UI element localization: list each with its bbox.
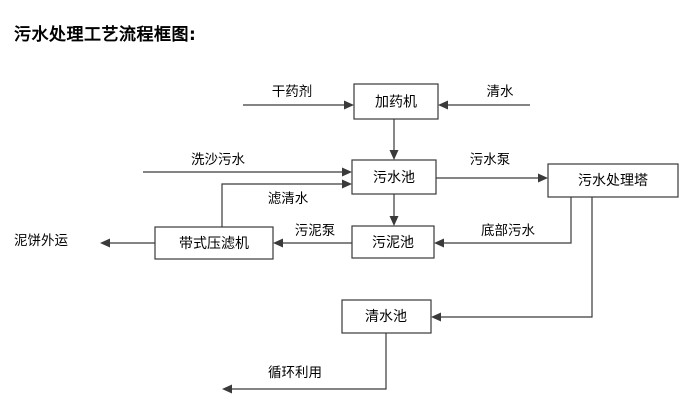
edge-tower-to-clean-water-pool (431, 197, 593, 322)
edge-sewage-pump-to-tower (436, 173, 548, 183)
node-belt-filter-press[interactable]: 带式压滤机 (154, 226, 274, 260)
node-sewage-pool-label: 污水池 (373, 170, 415, 186)
node-clean-water-pool[interactable]: 清水池 (341, 299, 432, 334)
node-treatment-tower[interactable]: 污水处理塔 (547, 163, 679, 198)
node-dosing-machine-label: 加药机 (375, 95, 417, 111)
edge-label-bottom-sewage: 底部污水 (481, 223, 535, 239)
node-dosing-machine[interactable]: 加药机 (353, 83, 439, 120)
edge-label-clean-water: 清水 (487, 84, 515, 100)
node-belt-filter-press-label: 带式压滤机 (179, 236, 249, 252)
node-sludge-pool-label: 污泥池 (372, 235, 414, 251)
edge-label-sewage-pump: 污水泵 (470, 152, 511, 168)
edge-clean-water-to-recycle (222, 333, 387, 394)
edge-press-to-mud-cake (100, 238, 155, 248)
node-sludge-pool[interactable]: 污泥池 (351, 225, 435, 259)
edge-dosing-to-sewage-pool (389, 119, 399, 160)
edge-sand-wash-to-sewage-pool (143, 167, 352, 177)
edge-label-sand-wash-sewage: 洗沙污水 (191, 152, 245, 168)
node-treatment-tower-label: 污水处理塔 (578, 173, 648, 189)
edge-label-filtrate: 滤清水 (268, 191, 309, 207)
page-title: 污水处理工艺流程框图: (14, 25, 197, 45)
edge-label-sludge-pump: 污泥泵 (295, 223, 336, 239)
edge-sludge-pump-to-press (273, 238, 352, 248)
node-clean-water-pool-label: 清水池 (365, 309, 407, 325)
edge-clean-water-to-dosing (438, 100, 530, 110)
edge-sewage-pool-to-sludge-pool (389, 194, 399, 226)
edge-filtrate-to-sewage-pool (221, 179, 352, 227)
edge-bottom-sewage-to-sludge (434, 197, 572, 248)
node-sewage-pool[interactable]: 污水池 (351, 159, 437, 195)
edge-label-dry-agent: 干药剂 (272, 84, 313, 100)
endpoint-label-mud-cake-output: 泥饼外运 (14, 233, 68, 249)
endpoint-label-recycle-output: 循环利用 (268, 365, 322, 381)
edge-dry-agent-to-dosing (243, 100, 354, 110)
